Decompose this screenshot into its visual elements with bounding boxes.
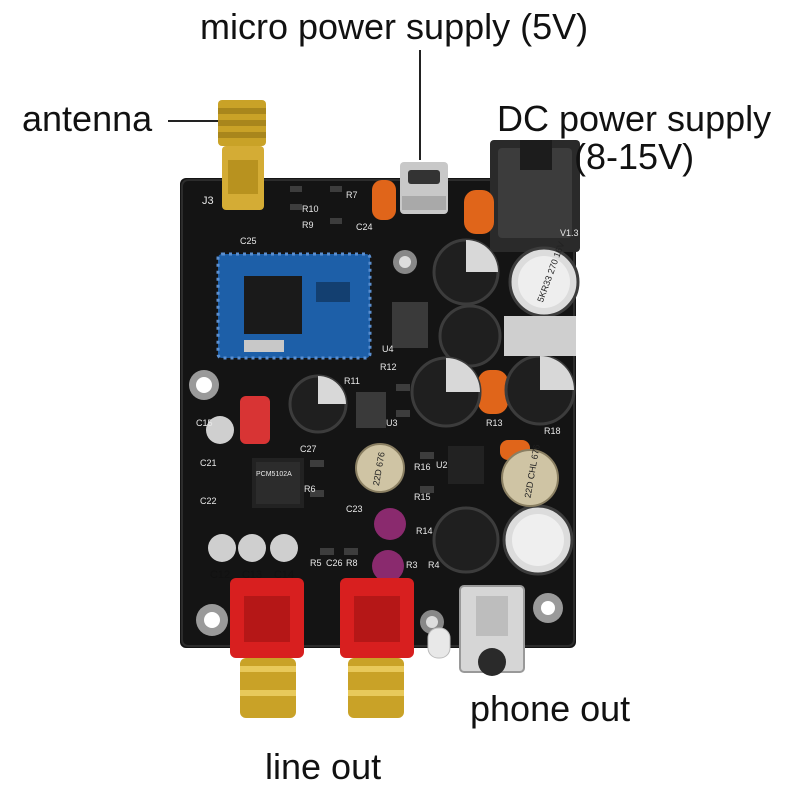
silk-c23: C23 xyxy=(346,504,363,514)
silk-c24: C24 xyxy=(356,222,373,232)
beige-capacitor xyxy=(355,443,405,493)
electrolytic-capacitor xyxy=(410,356,482,428)
silk-r7: R7 xyxy=(346,190,358,200)
silk-c26: C26 xyxy=(326,558,343,568)
silk-u4: U4 xyxy=(382,344,394,354)
dac-chip xyxy=(252,458,304,508)
silk-r6: R6 xyxy=(304,484,316,494)
electrolytic-capacitor xyxy=(504,354,576,426)
rca-jack-left xyxy=(230,578,304,718)
silk-r11: R11 xyxy=(344,376,360,386)
small-capacitor xyxy=(238,534,266,562)
beige-capacitor xyxy=(501,449,559,507)
electrolytic-capacitor xyxy=(502,504,574,576)
silk-r12: R12 xyxy=(380,362,397,372)
silk-u2: U2 xyxy=(436,460,448,470)
silk-r3: R3 xyxy=(406,560,418,570)
silk-r15: R15 xyxy=(414,492,431,502)
silk-u3: U3 xyxy=(386,418,398,428)
purple-capacitor xyxy=(374,508,406,540)
purple-capacitor xyxy=(372,550,404,582)
dc-power-supply-label-line1: DC power supply xyxy=(497,98,772,139)
small-capacitor xyxy=(206,416,234,444)
silk-c14: C14 xyxy=(274,569,294,581)
headphone-jack xyxy=(459,585,525,676)
bluetooth-module xyxy=(216,252,372,360)
micro-usb-port xyxy=(400,162,448,214)
electrolytic-capacitor xyxy=(432,238,500,306)
dc-barrel-jack xyxy=(490,140,580,252)
silk-c25: C25 xyxy=(240,236,257,246)
antenna-label: antenna xyxy=(22,98,153,139)
silk-r4: R4 xyxy=(428,560,440,570)
silk-c27: C27 xyxy=(300,444,317,454)
silk-chip: PCM5102A xyxy=(256,471,292,478)
silk-r14: R14 xyxy=(416,526,433,536)
phone-out-label: phone out xyxy=(470,688,631,729)
silk-c22: C22 xyxy=(200,496,217,506)
silk-r9: R9 xyxy=(302,220,314,230)
silk-r10: R10 xyxy=(302,204,319,214)
silk-c13: C13 xyxy=(242,569,262,581)
regulator-u4 xyxy=(392,302,428,348)
rca-jack-right xyxy=(340,578,414,718)
electrolytic-capacitor xyxy=(432,506,500,574)
orange-capacitor xyxy=(464,190,494,234)
small-capacitor xyxy=(208,534,236,562)
small-capacitor xyxy=(270,534,298,562)
silk-c15: C15 xyxy=(196,418,213,428)
silk-version: V1.3 xyxy=(560,228,579,238)
silk-c12: C12 xyxy=(210,569,230,581)
heatsink-tab xyxy=(504,316,576,356)
micro-power-supply-label: micro power supply (5V) xyxy=(200,6,589,47)
silk-r13: R13 xyxy=(486,418,503,428)
electrolytic-capacitor xyxy=(508,246,580,318)
line-out-label: line out xyxy=(265,746,382,787)
silk-r18: R18 xyxy=(544,426,561,436)
silk-c21: C21 xyxy=(200,458,217,468)
orange-capacitor xyxy=(372,180,396,220)
silk-r5: R5 xyxy=(310,558,322,568)
antenna-connector xyxy=(218,100,266,210)
red-capacitor xyxy=(240,396,270,444)
silk-j3: J3 xyxy=(202,195,214,207)
silk-r16: R16 xyxy=(414,462,431,472)
opamp-chip xyxy=(448,446,484,484)
smd-components xyxy=(290,186,434,555)
orange-capacitor xyxy=(478,370,508,414)
regulator-u3 xyxy=(356,392,386,428)
electrolytic-capacitor xyxy=(288,374,348,434)
silk-r8: R8 xyxy=(346,558,358,568)
dc-power-supply-label-line2: (8-15V) xyxy=(574,135,695,177)
dc-power-supply-label: DC power supply (8-15V) xyxy=(497,100,771,176)
led xyxy=(427,627,451,659)
